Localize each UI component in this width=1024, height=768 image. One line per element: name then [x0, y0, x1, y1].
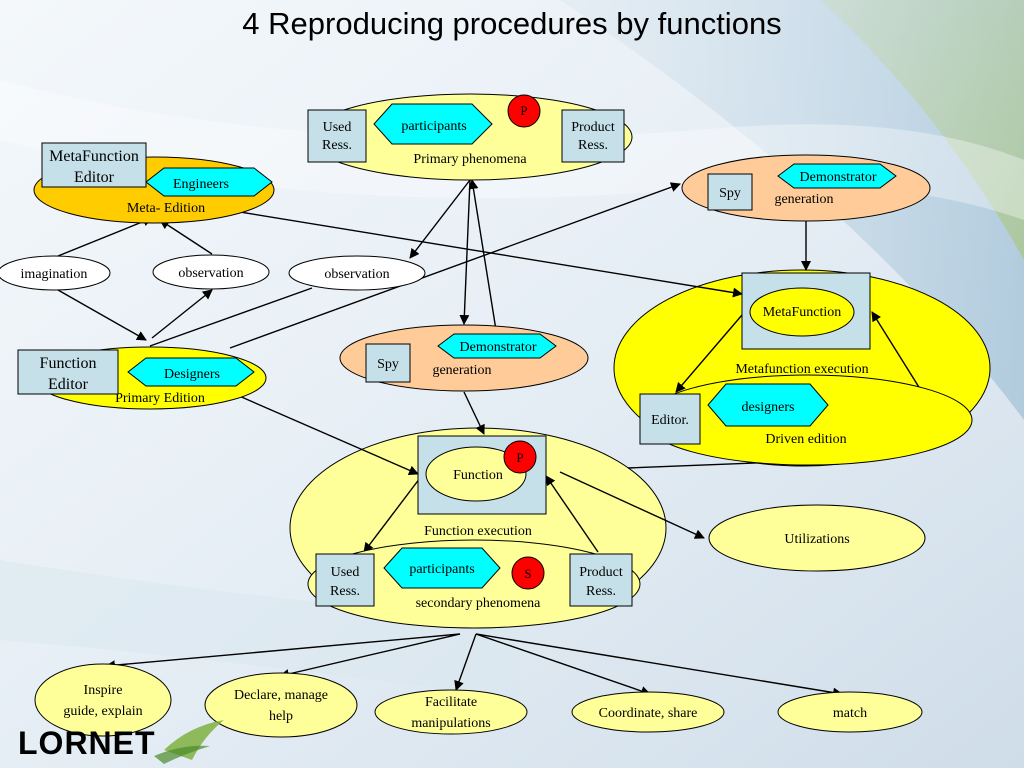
metafunction-editor-line2: Editor — [74, 169, 115, 186]
output-declare: Declare, manage help — [204, 672, 358, 738]
function-editor-box — [17, 349, 119, 395]
connectors — [57, 179, 923, 698]
svg-text:Facilitate: Facilitate — [425, 695, 477, 710]
svg-text:observation: observation — [324, 267, 389, 282]
used-ress-bottom-line2: Ress. — [330, 584, 360, 599]
demonstrator-hexagon-top — [777, 163, 897, 189]
participants-label-top: participants — [401, 119, 466, 134]
metafunction-editor-box — [41, 142, 147, 188]
metafunction-label: MetaFunction — [763, 305, 842, 320]
primary-edition-label: Primary Edition — [115, 391, 205, 406]
lornet-logo: LORNET — [18, 720, 224, 764]
product-ress-box-bottom — [569, 553, 633, 607]
observation-node-left: observation — [152, 254, 270, 290]
output-inspire: Inspire guide, explain — [34, 663, 172, 737]
secondary-phenomena-label: secondary phenomena — [416, 596, 542, 611]
primary-edition: Primary Edition Designers Function Edito… — [17, 346, 267, 410]
product-ress-top-line2: Ress. — [578, 138, 608, 153]
used-ress-box-top — [307, 109, 367, 163]
top-generation: generation Demonstrator Spy — [681, 154, 931, 222]
engineers-hexagon — [145, 167, 273, 197]
metafunction-editor-line1: MetaFunction — [49, 148, 139, 165]
output-facilitate: Facilitate manipulations — [374, 689, 528, 735]
badge-p-top — [507, 94, 541, 128]
editor-box-meta — [639, 393, 701, 445]
primary-phenomena: Primary phenomena participants P Used Re… — [307, 93, 633, 181]
metafunction-ellipse — [749, 287, 855, 337]
output-match: match — [777, 691, 923, 733]
svg-text:Coordinate, share: Coordinate, share — [599, 706, 698, 721]
used-ress-bottom-line1: Used — [331, 565, 360, 580]
svg-text:observation: observation — [178, 266, 243, 281]
used-ress-top-line2: Ress. — [322, 138, 352, 153]
participants-label-bottom: participants — [409, 562, 474, 577]
utilizations-node: Utilizations — [708, 504, 926, 572]
badge-s — [511, 556, 545, 590]
svg-text:help: help — [269, 709, 293, 724]
demonstrator-hexagon-mid — [437, 333, 557, 359]
used-ress-box-bottom — [315, 553, 375, 607]
imagination-node: imagination — [0, 255, 111, 291]
spy-label-top: Spy — [719, 186, 741, 201]
product-ress-top-line1: Product — [571, 120, 615, 135]
badge-p-top-label: P — [520, 103, 527, 118]
function-execution-label: Function execution — [424, 524, 532, 539]
spy-box-top — [707, 173, 753, 211]
function-block: Function P Function execution secondary … — [307, 435, 641, 629]
meta-edition-label: Meta- Edition — [127, 201, 205, 216]
used-ress-top-line1: Used — [323, 120, 352, 135]
designers-label-meta: designers — [742, 400, 795, 415]
metafunction-execution-label: Metafunction execution — [735, 362, 868, 377]
function-ellipse — [425, 446, 527, 502]
svg-text:Inspire: Inspire — [84, 683, 123, 698]
meta-edition: Meta- Edition Engineers MetaFunction Edi… — [33, 142, 275, 224]
top-generation-label: generation — [774, 192, 833, 207]
demonstrator-label-mid: Demonstrator — [460, 340, 537, 355]
driven-edition-label: Driven edition — [765, 432, 846, 447]
badge-s-label: S — [524, 566, 531, 581]
slide-title: 4 Reproducing procedures by functions — [242, 6, 782, 41]
badge-p-function-label: P — [516, 450, 523, 465]
participants-hexagon-top — [373, 103, 493, 145]
metafunction-block: MetaFunction Metafunction execution Driv… — [639, 272, 973, 466]
engineers-label: Engineers — [173, 177, 229, 192]
observation-node-mid: observation — [288, 255, 426, 291]
function-label: Function — [453, 468, 503, 483]
svg-text:match: match — [833, 706, 867, 721]
spy-label-mid: Spy — [377, 357, 399, 372]
function-editor-line1: Function — [40, 355, 97, 372]
badge-p-function — [503, 440, 537, 474]
logo-text: LORNET — [18, 725, 156, 761]
svg-text:guide, explain: guide, explain — [63, 704, 142, 719]
output-coordinate: Coordinate, share — [571, 691, 725, 733]
designers-hexagon — [127, 357, 255, 387]
editor-label-meta: Editor. — [651, 413, 689, 428]
function-editor-line2: Editor — [48, 376, 89, 393]
primary-phenomena-label: Primary phenomena — [413, 152, 527, 167]
designers-hexagon-meta — [707, 383, 829, 427]
demonstrator-label-top: Demonstrator — [800, 170, 877, 185]
product-ress-bottom-line2: Ress. — [586, 584, 616, 599]
spy-box-mid — [365, 343, 411, 383]
designers-label: Designers — [164, 367, 220, 382]
mid-generation: generation Demonstrator Spy — [339, 324, 589, 392]
svg-text:imagination: imagination — [21, 267, 88, 282]
product-ress-box-top — [561, 109, 625, 163]
participants-hexagon-bottom — [383, 547, 501, 589]
svg-text:Utilizations: Utilizations — [784, 532, 849, 547]
mid-generation-label: generation — [432, 363, 491, 378]
svg-text:manipulations: manipulations — [411, 716, 490, 731]
svg-text:Declare, manage: Declare, manage — [234, 688, 328, 703]
product-ress-bottom-line1: Product — [579, 565, 623, 580]
